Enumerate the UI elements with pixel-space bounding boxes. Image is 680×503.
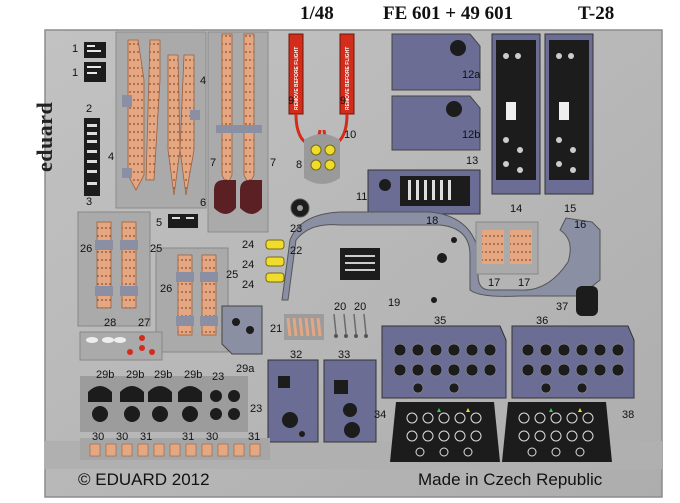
part-7-seat-harness — [207, 31, 269, 233]
part-label: 27 — [138, 317, 150, 329]
part-label: 16 — [574, 219, 586, 231]
part-5-6-black-placards — [168, 214, 198, 228]
product-code: FE 601 + 49 601 — [383, 3, 514, 24]
part-label: 31 — [248, 431, 260, 443]
part-label: 37 — [556, 301, 568, 313]
part-label: 12a — [462, 69, 481, 81]
part-label: 29b — [126, 369, 144, 381]
part-label: 35 — [434, 315, 446, 327]
part-1-placards — [84, 42, 106, 82]
part-30-31-small-tabs — [80, 438, 270, 460]
part-label: 30 — [92, 431, 104, 443]
part-label: 4 — [108, 151, 114, 163]
part-label: 14 — [510, 203, 522, 215]
part-4-seat-harness — [115, 31, 207, 209]
part-label: 17 — [518, 277, 530, 289]
part-label: 3 — [86, 196, 92, 208]
part-label: 23 — [290, 223, 302, 235]
svg-text:REMOVE BEFORE FLIGHT: REMOVE BEFORE FLIGHT — [345, 47, 351, 110]
model-name: T-28 — [578, 3, 615, 24]
part-label: 28 — [104, 317, 116, 329]
part-2-3-switch-strip — [84, 118, 100, 196]
eduard-logo: eduard — [32, 101, 57, 172]
svg-text:REMOVE BEFORE FLIGHT: REMOVE BEFORE FLIGHT — [294, 47, 300, 110]
part-label: 15 — [564, 203, 576, 215]
part-label: 31 — [182, 431, 194, 443]
part-label: 24 — [242, 259, 254, 271]
part-label: 29b — [184, 369, 202, 381]
part-label: 7 — [210, 157, 216, 169]
part-label: 25 — [150, 243, 162, 255]
part-32-side-console — [267, 359, 319, 443]
part-label: 26 — [80, 243, 92, 255]
part-label: 13 — [466, 155, 478, 167]
part-17-pads — [475, 221, 539, 275]
part-label: 17 — [488, 277, 500, 289]
part-label: 26 — [160, 283, 172, 295]
part-label: 5 — [156, 217, 162, 229]
part-label: 24 — [242, 279, 254, 291]
part-label: 7 — [270, 157, 276, 169]
part-label: 10 — [344, 129, 356, 141]
part-33-side-console — [323, 359, 377, 443]
part-29a-panel — [221, 305, 263, 355]
part-14-console — [491, 33, 541, 195]
part-label: 32 — [290, 349, 302, 361]
part-number-labels: 1 1 2 3 4 4 5 6 7 7 8 9 9 10 11 12a 12b … — [72, 43, 634, 443]
part-label: 23 — [212, 371, 224, 383]
part-19-glare-shield — [281, 211, 601, 303]
part-34-instrument-dials — [390, 402, 500, 462]
part-label: 23 — [250, 403, 262, 415]
part-label: 29b — [154, 369, 172, 381]
part-label: 2 — [86, 103, 92, 115]
part-37-knobs — [576, 286, 598, 316]
part-label: 29b — [96, 369, 114, 381]
part-25-26-lap-belts — [77, 211, 151, 327]
part-label: 6 — [200, 197, 206, 209]
part-label: 22 — [290, 245, 302, 257]
part-20-levers — [333, 313, 368, 338]
part-label: 18 — [426, 215, 438, 227]
part-12-side-panels — [391, 33, 481, 151]
part-38-instrument-dials — [502, 402, 612, 462]
part-label: 12b — [462, 129, 480, 141]
part-label: 20 — [354, 301, 366, 313]
part-label: 20 — [334, 301, 346, 313]
copyright-text: © EDUARD 2012 — [78, 470, 210, 489]
part-15-console — [544, 33, 594, 195]
part-label: 31 — [140, 431, 152, 443]
part-25-26-lap-belts-b — [155, 247, 229, 353]
part-label: 29a — [236, 363, 255, 375]
part-label: 11 — [356, 191, 367, 203]
part-label: 9 — [288, 95, 294, 107]
part-label: 30 — [206, 431, 218, 443]
part-label: 38 — [622, 409, 634, 421]
part-36-instrument-panel — [511, 325, 635, 399]
part-21-clips — [284, 314, 324, 340]
part-29b-bezels — [80, 376, 248, 432]
part-35-instrument-panel — [381, 325, 507, 399]
part-label: 34 — [374, 409, 386, 421]
part-label: 1 — [72, 43, 78, 55]
part-label: 33 — [338, 349, 350, 361]
scale-label: 1/48 — [300, 3, 334, 24]
part-label: 19 — [388, 297, 400, 309]
origin-text: Made in Czech Republic — [418, 470, 603, 489]
part-label: 30 — [116, 431, 128, 443]
part-9-remove-before-flight-tags: REMOVE BEFORE FLIGHT REMOVE BEFORE FLIGH… — [288, 33, 355, 145]
part-label: 8 — [296, 159, 302, 171]
part-8-yellow-rings — [304, 134, 340, 184]
part-11-13-switch-panel — [367, 169, 481, 215]
part-label: 9 — [340, 95, 346, 107]
part-label: 36 — [536, 315, 548, 327]
part-23-dial — [290, 198, 310, 218]
part-label: 24 — [242, 239, 254, 251]
part-label: 1 — [72, 67, 78, 79]
part-label: 4 — [200, 75, 206, 87]
part-24-yellow-handles — [265, 239, 285, 283]
part-27-28-lamps — [79, 331, 163, 361]
part-label: 21 — [270, 323, 282, 335]
part-label: 25 — [226, 269, 238, 281]
